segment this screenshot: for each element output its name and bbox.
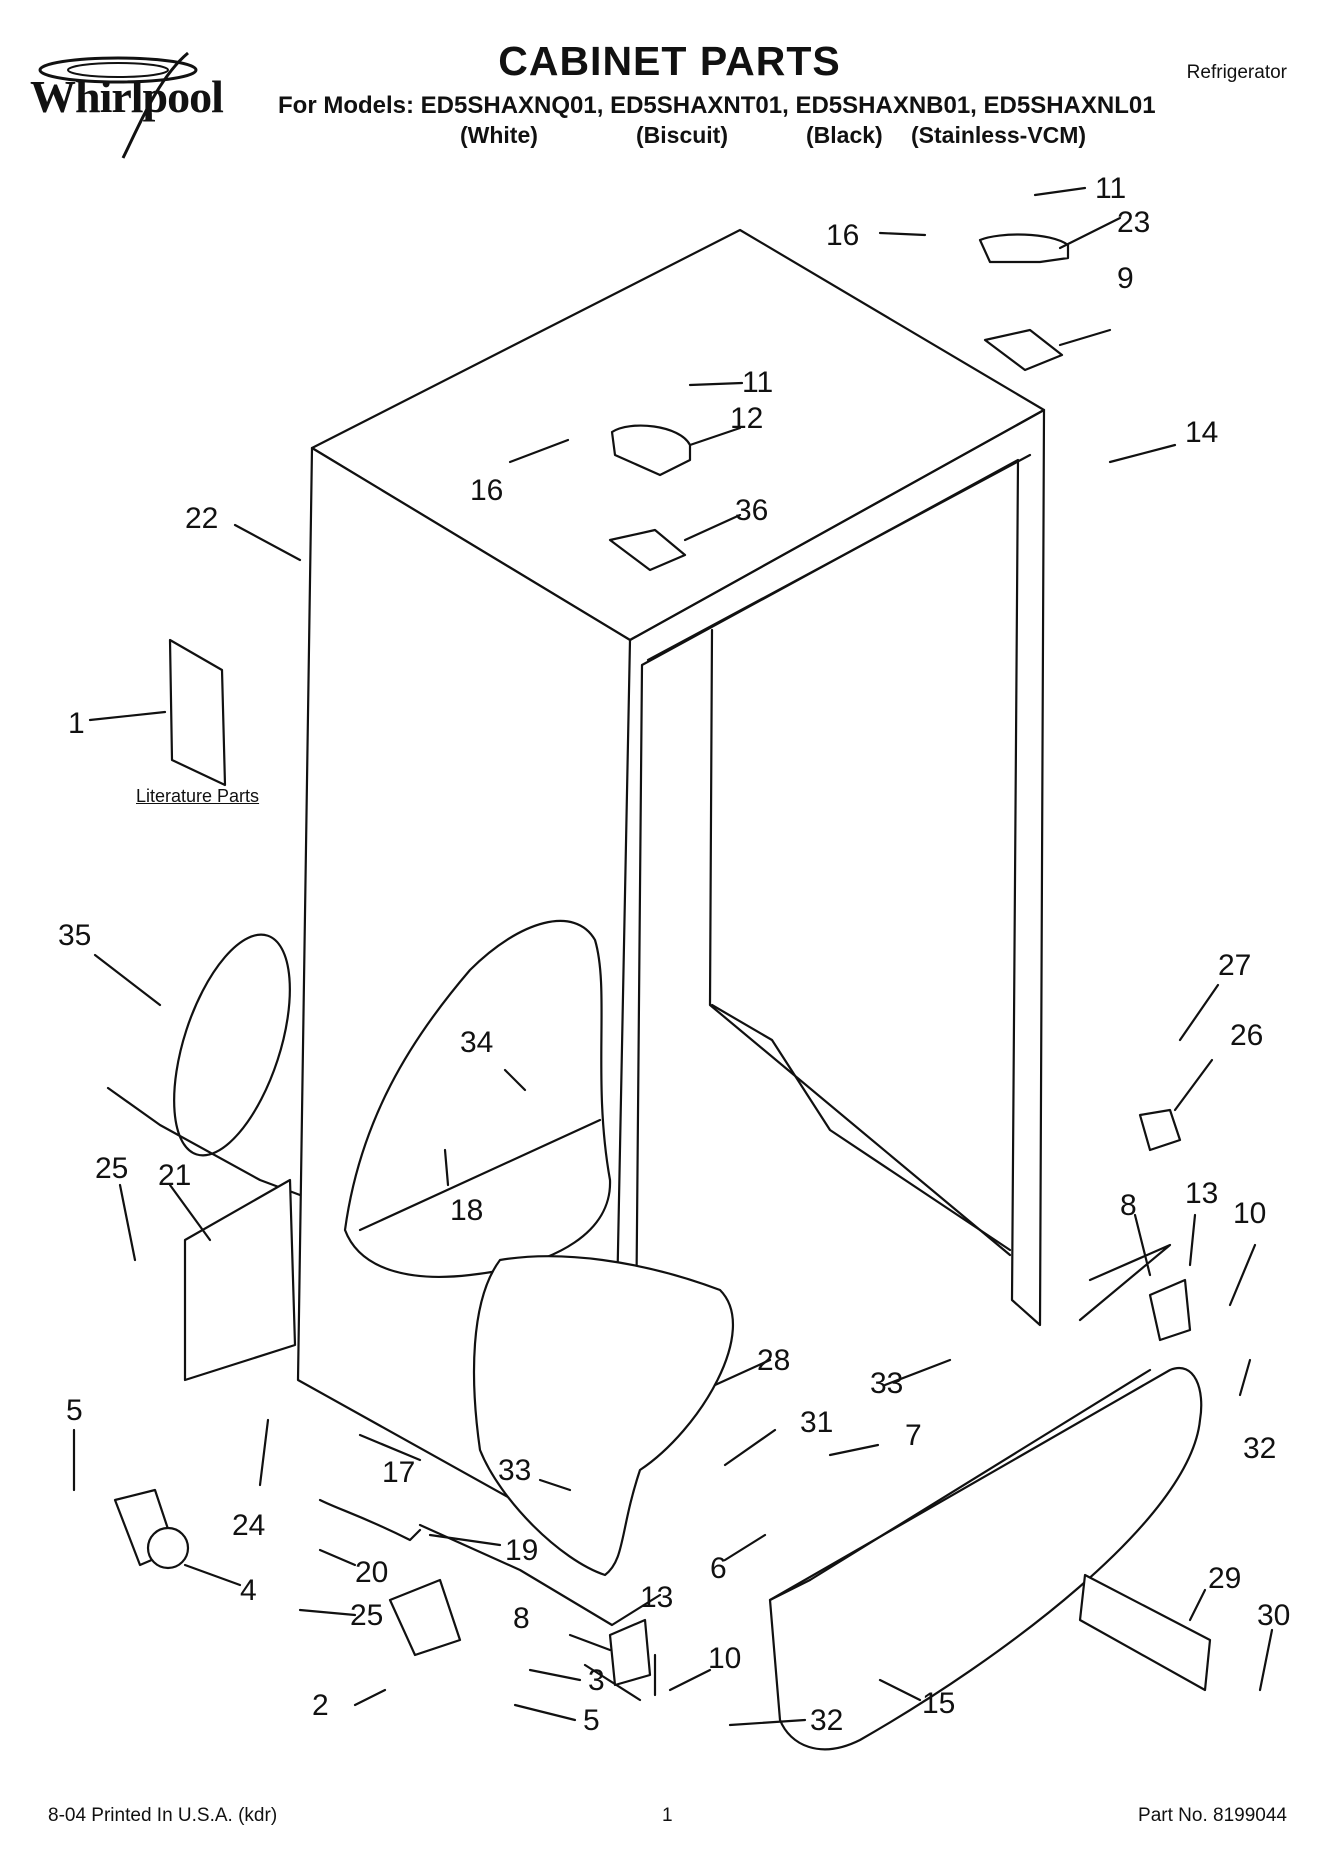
callout-7: 7 bbox=[905, 1419, 922, 1452]
cam-bracket bbox=[1138, 1108, 1182, 1152]
callout-13-bottom: 13 bbox=[640, 1581, 673, 1614]
callout-23: 23 bbox=[1117, 206, 1150, 239]
rear-grill-plate bbox=[183, 1178, 297, 1382]
callout-13-right: 13 bbox=[1185, 1177, 1218, 1210]
callout-26: 26 bbox=[1230, 1019, 1263, 1052]
callout-29: 29 bbox=[1208, 1562, 1241, 1595]
page-title: CABINET PARTS bbox=[498, 38, 841, 84]
callout-31: 31 bbox=[800, 1406, 833, 1439]
callout-34: 34 bbox=[460, 1026, 493, 1059]
variant-white: (White) bbox=[460, 122, 538, 148]
appliance-category: Refrigerator bbox=[1186, 62, 1287, 83]
part-number: Part No. 8199044 bbox=[1138, 1805, 1287, 1826]
callout-15: 15 bbox=[922, 1687, 955, 1720]
callout-21: 21 bbox=[158, 1159, 191, 1192]
hinge-cover-right bbox=[978, 233, 1070, 264]
callout-6: 6 bbox=[710, 1552, 727, 1585]
callout-35: 35 bbox=[58, 919, 91, 952]
cutaway-view bbox=[343, 919, 612, 1278]
callout-36: 36 bbox=[735, 494, 768, 527]
callout-28: 28 bbox=[757, 1344, 790, 1377]
callout-10-right: 10 bbox=[1233, 1197, 1266, 1230]
literature-booklet bbox=[168, 638, 227, 787]
bottom-bracket bbox=[388, 1578, 462, 1657]
callout-25-left: 25 bbox=[95, 1152, 128, 1185]
water-filter bbox=[1078, 1573, 1212, 1692]
callout-5-top: 5 bbox=[66, 1394, 83, 1427]
callout-11-top: 11 bbox=[1095, 172, 1126, 205]
callout-16-top: 16 bbox=[826, 219, 859, 252]
variant-stainless: (Stainless-VCM) bbox=[911, 122, 1087, 148]
callout-14: 14 bbox=[1185, 416, 1218, 449]
lower-pan bbox=[418, 1523, 662, 1627]
callout-20: 20 bbox=[355, 1556, 388, 1589]
callout-9: 9 bbox=[1117, 262, 1134, 295]
water-tube bbox=[318, 1498, 422, 1542]
callout-25-bottom: 25 bbox=[350, 1599, 383, 1632]
callout-19: 19 bbox=[505, 1534, 538, 1567]
callout-1: 1 bbox=[68, 707, 85, 740]
callout-labels: 11 23 16 9 11 12 14 16 36 22 1 35 34 18 … bbox=[58, 172, 1290, 1737]
callout-5-bottom: 5 bbox=[583, 1704, 600, 1737]
whirlpool-logo-swirl-icon bbox=[38, 51, 198, 159]
callout-30: 30 bbox=[1257, 1599, 1290, 1632]
callout-16-mid: 16 bbox=[470, 474, 503, 507]
callout-33-left: 33 bbox=[498, 1454, 531, 1487]
callout-8-right: 8 bbox=[1120, 1189, 1137, 1222]
brand-logo: Whirlpool bbox=[30, 71, 224, 122]
cabinet-front-frame bbox=[628, 408, 1046, 1452]
hinge-clip-bottom-right bbox=[1148, 1278, 1192, 1342]
callout-27: 27 bbox=[1218, 949, 1251, 982]
print-info: 8-04 Printed In U.S.A. (kdr) bbox=[48, 1805, 278, 1826]
hinge-right bbox=[983, 328, 1064, 372]
variant-black: (Black) bbox=[806, 122, 883, 148]
power-cord bbox=[173, 933, 291, 1157]
callout-12: 12 bbox=[730, 402, 763, 435]
grille bbox=[768, 1367, 1203, 1751]
callout-22: 22 bbox=[185, 502, 218, 535]
page-number: 1 bbox=[662, 1805, 673, 1826]
variant-biscuit: (Biscuit) bbox=[636, 122, 728, 148]
callout-10-bottom: 10 bbox=[708, 1642, 741, 1675]
callout-18: 18 bbox=[450, 1194, 483, 1227]
callout-2: 2 bbox=[312, 1689, 329, 1722]
callout-32-bottom: 32 bbox=[810, 1704, 843, 1737]
callout-3: 3 bbox=[588, 1664, 605, 1697]
callout-32-right: 32 bbox=[1243, 1432, 1276, 1465]
callout-11-mid: 11 bbox=[742, 366, 773, 399]
callout-24: 24 bbox=[232, 1509, 265, 1542]
callout-8-bottom: 8 bbox=[513, 1602, 530, 1635]
literature-parts-label: Literature Parts bbox=[136, 786, 260, 806]
hinge-cover-left bbox=[610, 424, 692, 477]
hinge-left bbox=[608, 528, 687, 572]
models-line: For Models: ED5SHAXNQ01, ED5SHAXNT01, ED… bbox=[278, 92, 1156, 119]
hinge-clip-bottom-left bbox=[608, 1618, 652, 1687]
callout-17: 17 bbox=[382, 1456, 415, 1489]
lower-cutaway bbox=[472, 1255, 734, 1577]
callout-33-right: 33 bbox=[870, 1367, 903, 1400]
callout-4: 4 bbox=[240, 1574, 257, 1607]
